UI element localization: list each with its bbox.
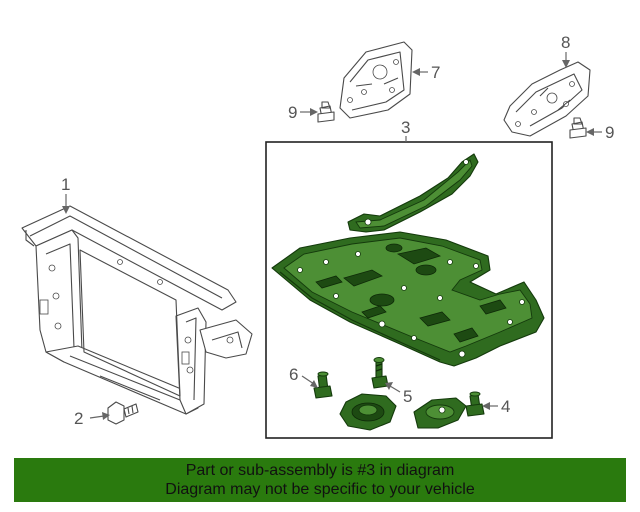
- oval-cap[interactable]: [413, 397, 467, 429]
- round-cap[interactable]: [339, 393, 397, 431]
- under-cover-highlighted[interactable]: [271, 231, 545, 367]
- part-2-bolt[interactable]: [107, 401, 139, 425]
- callout-6: 6: [289, 365, 298, 384]
- leader-lines: [62, 52, 602, 420]
- callout-9-left: 9: [288, 103, 297, 122]
- parts-diagram: 1 2 3 4 5 6 7 8 9 9: [21, 33, 614, 439]
- callout-5: 5: [403, 387, 412, 406]
- callout-8: 8: [561, 33, 570, 52]
- part-6-clip[interactable]: [313, 371, 333, 399]
- support-bar-highlighted[interactable]: [347, 153, 479, 233]
- callout-7: 7: [431, 63, 440, 82]
- part-3-assembly-box: [265, 141, 553, 439]
- notice-banner: Part or sub-assembly is #3 in diagram Di…: [14, 458, 626, 502]
- callout-3: 3: [401, 118, 410, 137]
- part-4-clip[interactable]: [465, 391, 485, 417]
- callout-4: 4: [501, 397, 510, 416]
- banner-line-1: Part or sub-assembly is #3 in diagram: [185, 462, 455, 479]
- part-9-bolt-left[interactable]: [317, 101, 335, 123]
- part-9-bolt-right[interactable]: [569, 117, 587, 139]
- callout-9-right: 9: [605, 123, 614, 142]
- part-1-radiator-support[interactable]: [21, 205, 253, 415]
- banner-line-2: Diagram may not be specific to your vehi…: [165, 481, 475, 498]
- part-8-cover[interactable]: [503, 61, 591, 137]
- part-7-cover[interactable]: [339, 41, 413, 119]
- callout-1: 1: [61, 175, 70, 194]
- callout-2: 2: [74, 409, 83, 428]
